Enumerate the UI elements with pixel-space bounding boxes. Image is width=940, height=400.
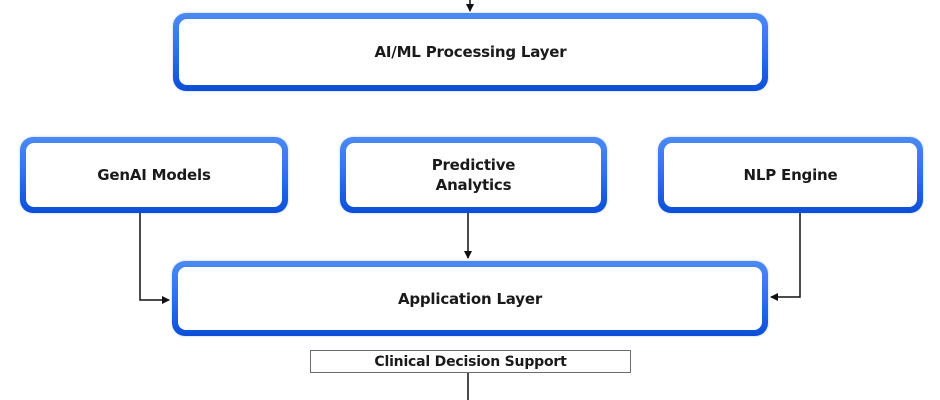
node-application-layer: Application Layer xyxy=(172,261,768,336)
node-aiml-processing-layer: AI/ML Processing Layer xyxy=(173,13,768,91)
node-genai-models: GenAI Models xyxy=(20,137,288,213)
node-label: Clinical Decision Support xyxy=(374,353,567,370)
node-label: Application Layer xyxy=(397,289,543,308)
node-label: GenAI Models xyxy=(97,166,211,184)
node-predictive-analytics: Predictive Analytics xyxy=(340,137,607,213)
edge-nlp-to-app xyxy=(770,213,801,301)
node-nlp-engine: NLP Engine xyxy=(658,137,923,213)
edge-genai-to-app xyxy=(139,213,170,304)
node-label: AI/ML Processing Layer xyxy=(374,43,567,61)
node-label: NLP Engine xyxy=(743,166,838,184)
node-clinical-decision-support: Clinical Decision Support xyxy=(310,350,631,373)
node-label: Predictive Analytics xyxy=(431,156,516,194)
